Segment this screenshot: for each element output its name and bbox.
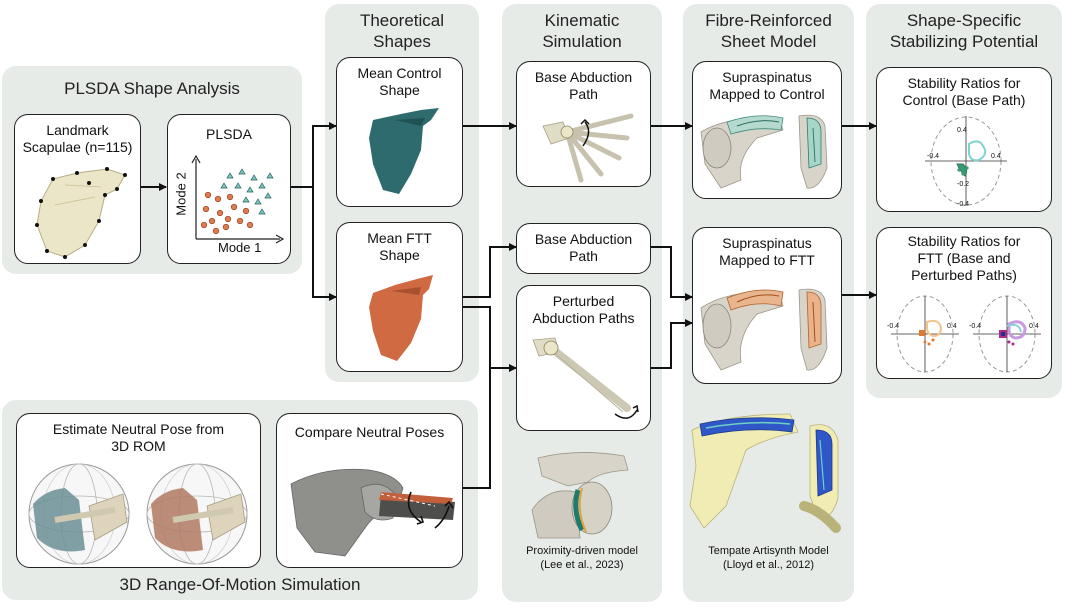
estimate-title-1: Estimate Neutral Pose from <box>52 421 225 437</box>
base-abduction-path-control-card: Base Abduction Path <box>516 61 651 187</box>
kinematic-panel-title-1: Kinematic <box>544 11 620 30</box>
supra-control-title-1: Supraspinatus <box>722 69 812 85</box>
landmark-scapulae-card: Landmark Scapulae (n=115) <box>14 114 141 264</box>
fibre-panel-title-1: Fibre-Reinforced <box>705 11 832 30</box>
landmark-title-2: Scapulae (n=115) <box>22 139 133 155</box>
rom-panel-title: 3D Range-Of-Motion Simulation <box>119 575 361 594</box>
humerus-perturbed-path-illustration <box>532 337 639 419</box>
supraspinatus-ftt-illustration <box>700 288 828 371</box>
estimate-neutral-pose-card: Estimate Neutral Pose from 3D ROM <box>16 413 261 568</box>
plsda-xlabel: Mode 1 <box>218 240 262 255</box>
supra-ftt-title-2: Mapped to FTT <box>719 252 815 268</box>
plsda-panel-title: PLSDA Shape Analysis <box>64 79 240 98</box>
stab-ftt-tick-left-a: -0.4 <box>887 323 900 330</box>
stab-control-tick-top: 0.4 <box>957 127 967 134</box>
plsda-card: PLSDA Mode 1 Mode 2 <box>167 114 291 264</box>
theoretical-panel-title-2: Shapes <box>373 32 431 51</box>
stab-ftt-title-1: Stability Ratios for <box>907 233 1021 249</box>
base-path-bottom-title-2: Path <box>569 248 598 264</box>
stab-control-tick-left: -0.4 <box>927 153 940 160</box>
stab-ftt-title-3: Perturbed Paths) <box>911 267 1017 283</box>
stab-control-tick-right: 0.4 <box>991 153 1001 160</box>
supraspinatus-ftt-card: Supraspinatus Mapped to FTT <box>692 227 842 384</box>
shape-specific-panel-title-2: Stabilizing Potential <box>889 32 1039 51</box>
stab-control-tick-mid: -0.2 <box>957 181 970 188</box>
stability-ratios-ftt-card: Stability Ratios for FTT (Base and Pertu… <box>876 227 1052 379</box>
mean-control-shape-card: Mean Control Shape <box>336 57 463 207</box>
plsda-scatter-illustration <box>191 155 284 244</box>
supra-control-title-2: Mapped to Control <box>709 86 825 102</box>
stab-control-tick-bottom: -0.4 <box>957 201 970 208</box>
landmark-title-1: Landmark <box>46 122 109 138</box>
proximity-caption-1: Proximity-driven model <box>526 545 638 557</box>
stab-ftt-tick-left-b: -0.4 <box>969 323 982 330</box>
perturbed-title-2: Abduction Paths <box>532 310 635 326</box>
stability-ftt-base-plot <box>891 295 959 373</box>
base-path-bottom-title-1: Base Abduction <box>534 231 633 247</box>
stab-ftt-tick-right-b: 0.4 <box>1029 323 1039 330</box>
perturbed-abduction-paths-card: Perturbed Abduction Paths <box>516 285 651 431</box>
stability-ftt-perturbed-plot <box>973 295 1041 373</box>
stab-control-title-1: Stability Ratios for <box>907 75 1021 91</box>
rom-sphere-ftt-illustration <box>146 463 248 565</box>
proximity-caption-2: (Lee et al., 2023) <box>540 559 624 571</box>
mean-control-title-1: Mean Control <box>357 65 442 81</box>
mean-ftt-title-2: Shape <box>379 247 420 263</box>
supraspinatus-control-illustration <box>700 114 828 189</box>
kinematic-panel-title-2: Simulation <box>542 32 622 51</box>
compare-title: Compare Neutral Poses <box>294 424 445 440</box>
mean-control-scapula-illustration <box>369 108 439 194</box>
plsda-ylabel: Mode 2 <box>173 172 189 216</box>
artisynth-caption-1: Tempate Artisynth Model <box>708 545 829 557</box>
mean-ftt-scapula-illustration <box>369 275 433 361</box>
mean-ftt-title-1: Mean FTT <box>367 230 432 246</box>
proximity-driven-model-illustration <box>531 452 629 539</box>
stab-control-title-2: Control (Base Path) <box>902 92 1026 108</box>
stability-control-plot <box>925 116 1007 206</box>
stability-ratios-control-card: Stability Ratios for Control (Base Path)… <box>876 67 1052 212</box>
estimate-title-2: 3D ROM <box>111 438 166 454</box>
supraspinatus-control-card: Supraspinatus Mapped to Control <box>692 61 842 199</box>
plsda-card-title: PLSDA <box>206 126 252 142</box>
landmark-scapula-illustration <box>35 167 127 259</box>
theoretical-panel-title-1: Theoretical <box>359 11 445 30</box>
base-path-top-title-1: Base Abduction <box>534 69 633 85</box>
base-abduction-path-ftt-card: Base Abduction Path <box>516 223 651 274</box>
compare-neutral-pose-illustration <box>290 468 455 557</box>
mean-control-title-2: Shape <box>379 82 420 98</box>
mean-ftt-shape-card: Mean FTT Shape <box>336 222 463 372</box>
supra-ftt-title-1: Supraspinatus <box>722 235 812 251</box>
stab-ftt-title-2: FTT (Base and <box>917 250 1011 266</box>
rom-sphere-control-illustration <box>28 463 130 565</box>
artisynth-model-illustration <box>689 413 841 533</box>
humerus-base-path-illustration <box>542 113 634 183</box>
compare-neutral-poses-card: Compare Neutral Poses <box>276 413 463 568</box>
fibre-panel-title-2: Sheet Model <box>720 32 817 51</box>
artisynth-caption-2: (Lloyd et al., 2012) <box>722 559 815 571</box>
perturbed-title-1: Perturbed <box>552 293 615 309</box>
stab-ftt-tick-right-a: 0.4 <box>947 323 957 330</box>
shape-specific-panel-title-1: Shape-Specific <box>906 11 1022 30</box>
base-path-top-title-2: Path <box>569 86 598 102</box>
